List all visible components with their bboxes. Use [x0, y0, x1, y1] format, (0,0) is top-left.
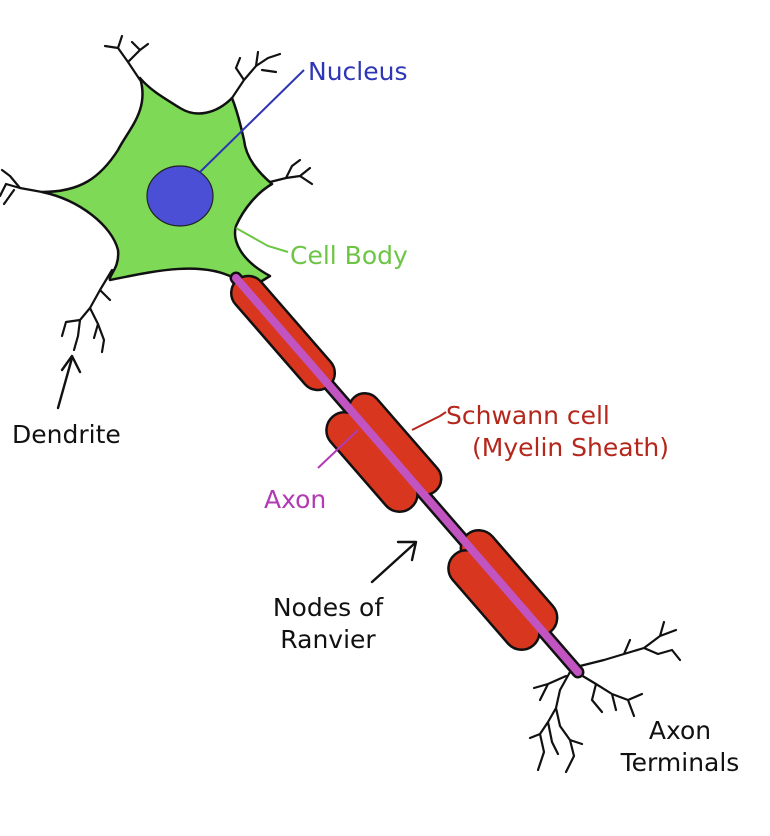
dendrite-arrow-shaft	[56, 356, 74, 410]
pointer-arrows	[56, 354, 418, 584]
nodes-arrow-shaft	[370, 542, 416, 584]
schwann-cell-line2: (Myelin Sheath)	[472, 433, 669, 462]
axon-pointer	[317, 429, 359, 469]
nucleus-pointer	[199, 69, 305, 173]
nodes-of-ranvier-label: Nodes of Ranvier	[228, 592, 428, 656]
dendrite-branches	[0, 34, 682, 774]
axon-terminals-label: Axon Terminals	[610, 715, 750, 779]
dendrite-arrow-head	[60, 354, 82, 374]
nodes-arrow-head	[396, 540, 418, 562]
nodes-line2: Ranvier	[280, 625, 376, 654]
cell-body-pointer	[235, 227, 289, 253]
nucleus-label: Nucleus	[308, 57, 408, 86]
terminals-line1: Axon	[648, 716, 712, 745]
dendrite-label: Dendrite	[12, 420, 121, 449]
terminals-line2: Terminals	[620, 748, 740, 777]
nodes-line1: Nodes of	[272, 593, 384, 622]
nucleus-shape	[146, 165, 214, 227]
myelin-sheath-label: (Myelin Sheath)	[472, 432, 669, 464]
schwann-cell-line1: Schwann cell	[446, 401, 610, 430]
schwann-cell-label: Schwann cell	[446, 400, 610, 432]
cell-body-label: Cell Body	[290, 241, 408, 270]
schwann-pointer	[411, 411, 447, 431]
pointer-lines	[199, 69, 447, 469]
axon-core	[232, 274, 582, 676]
axon-label: Axon	[264, 485, 327, 514]
